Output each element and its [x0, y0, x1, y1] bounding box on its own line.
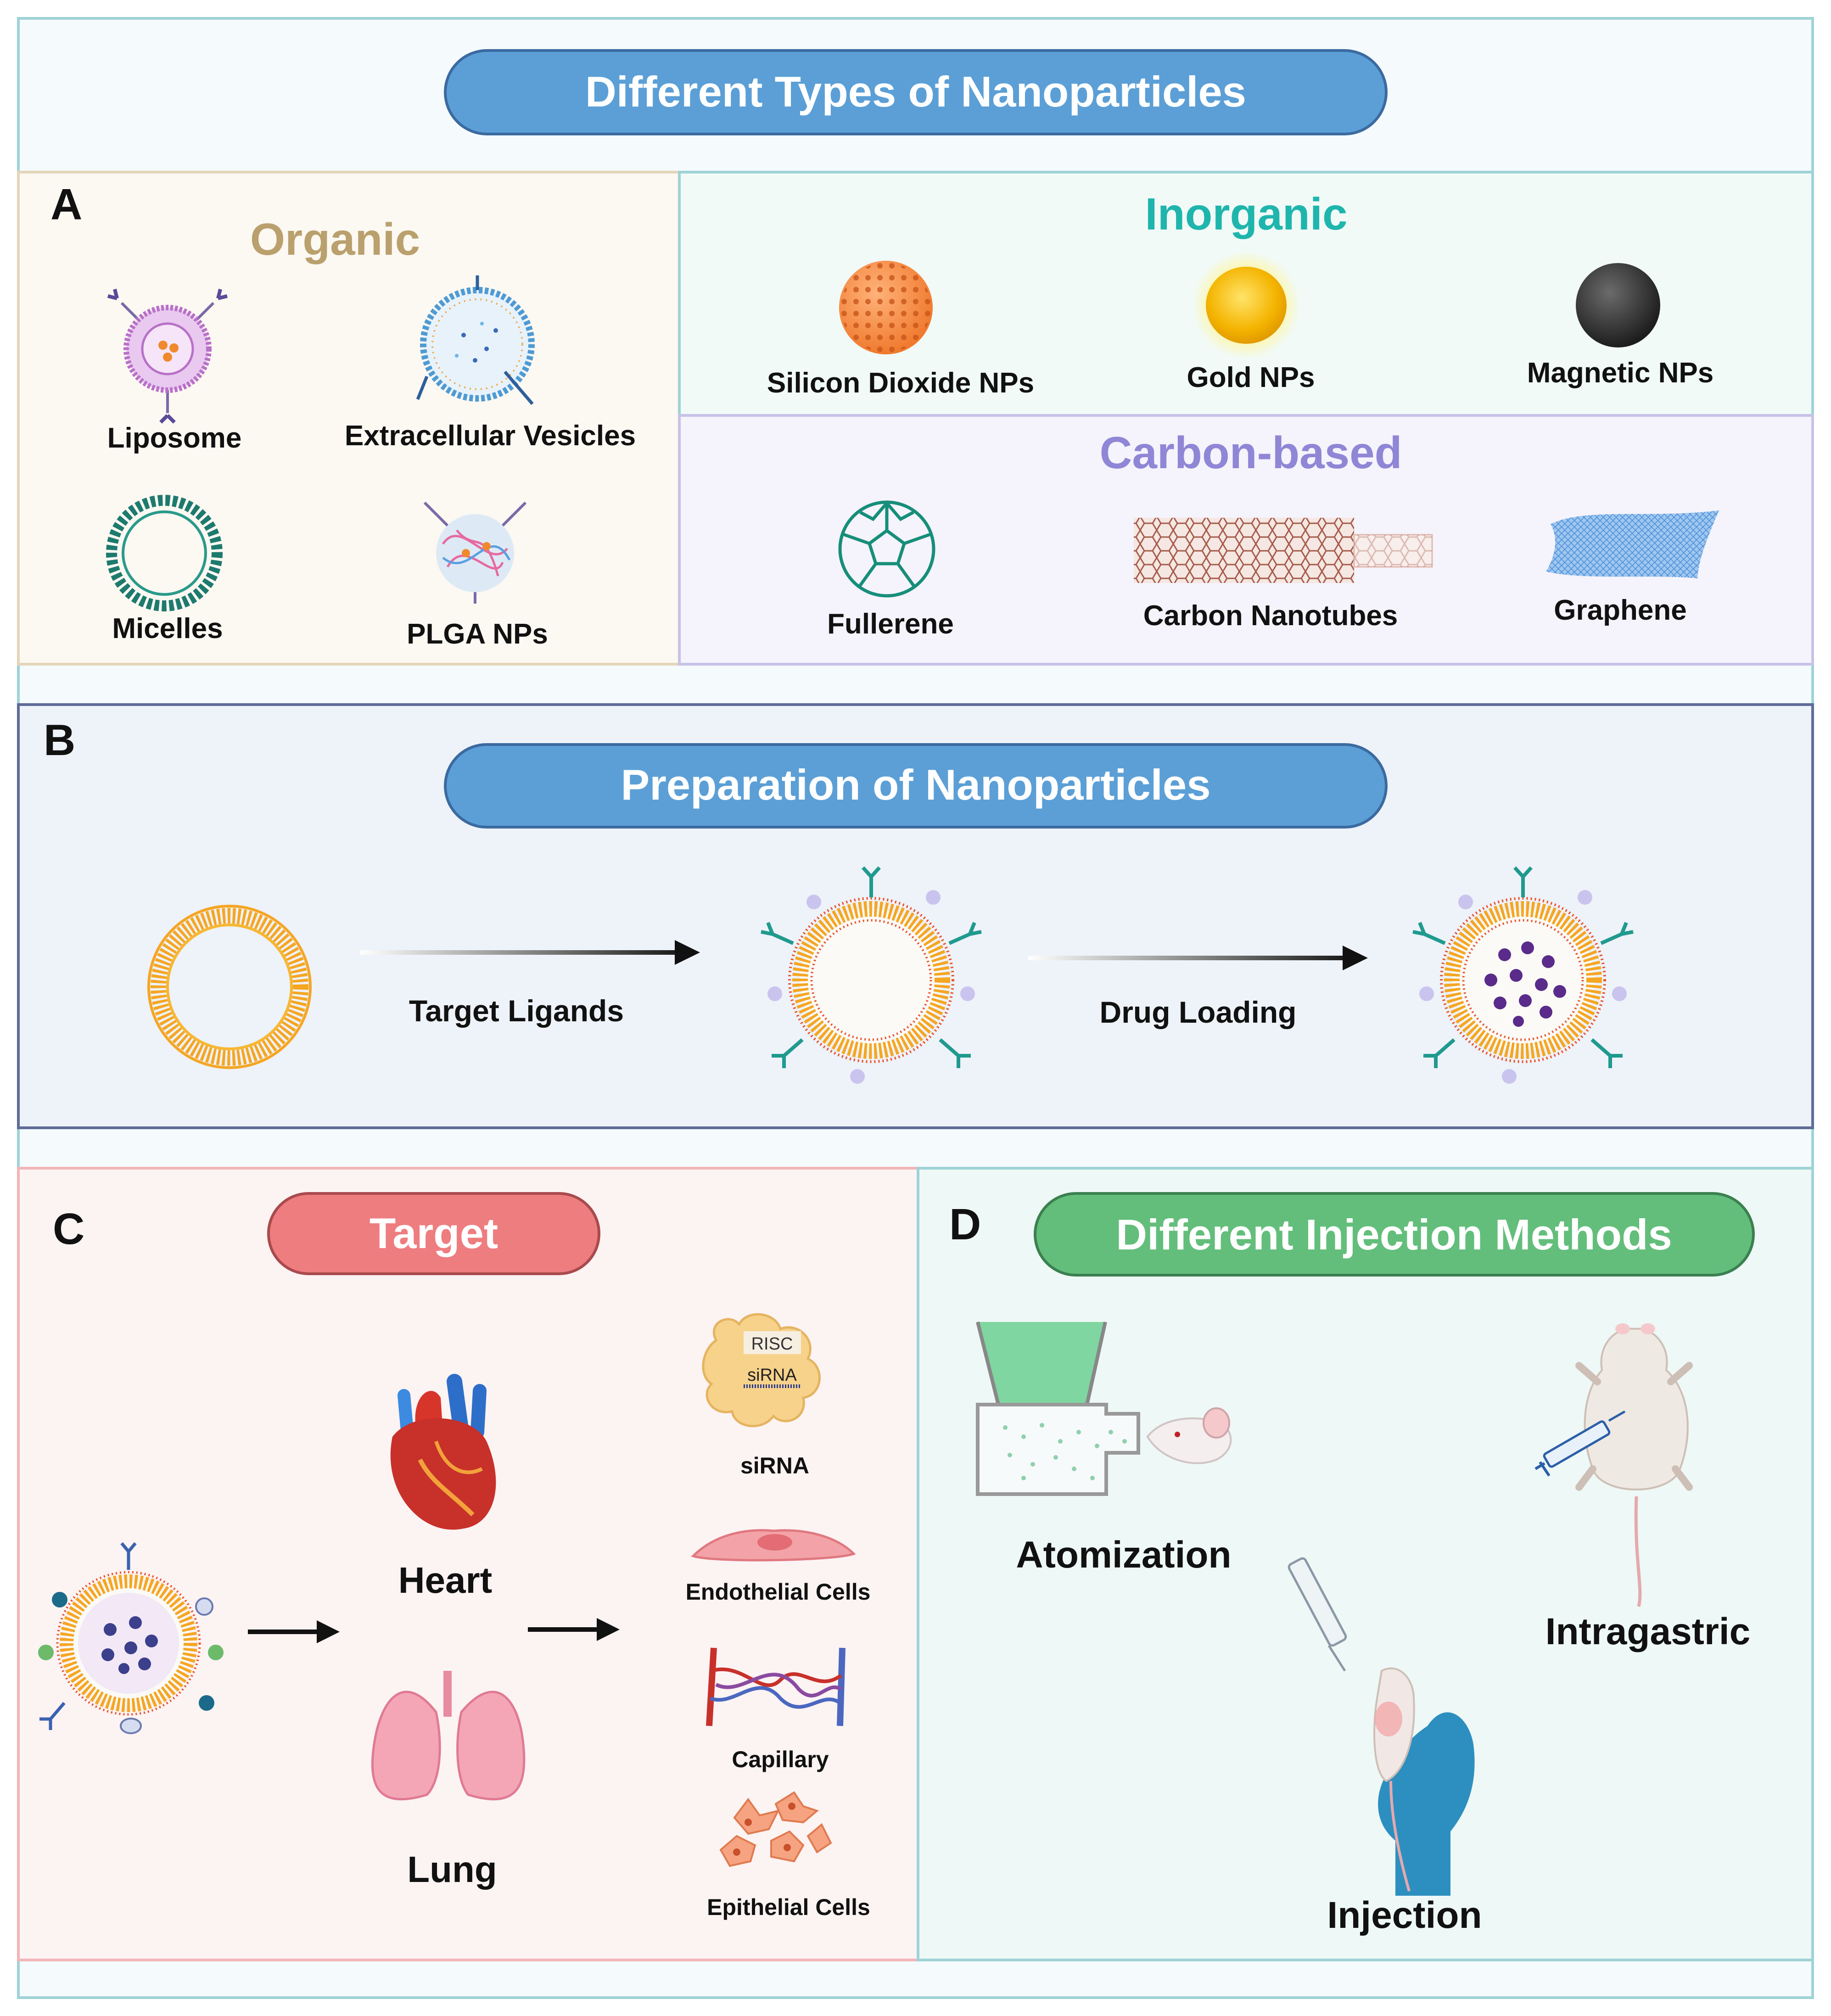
panel-letter-c: C — [53, 1204, 84, 1254]
arrow-organs-to-targets — [528, 1618, 620, 1641]
step-label-target-ligands: Target Ligands — [409, 994, 624, 1028]
method-label-atomization: Atomization — [1016, 1534, 1231, 1576]
injection-syringe-icon — [1288, 1557, 1347, 1672]
carbon-nanotubes-icon — [1134, 518, 1433, 583]
plga-nps-icon — [423, 501, 527, 604]
target-label-capillary: Capillary — [732, 1747, 829, 1772]
preparation-title-pill — [444, 743, 1388, 829]
micelle-icon — [106, 495, 223, 611]
lung-icon — [371, 1671, 526, 1801]
silicon-dioxide-nps-icon — [839, 261, 933, 354]
panel-letter-d: D — [949, 1200, 981, 1249]
targeted-nanoparticle-icon — [38, 1542, 224, 1734]
inorganic-label-magnetic: Magnetic NPs — [1527, 357, 1714, 389]
intragastric-mouse-icon — [1575, 1323, 1693, 1607]
main-title: Different Types of Nanoparticles — [585, 67, 1246, 116]
hand-holding-mouse-icon — [1373, 1667, 1475, 1896]
target-label-epithelial-cells: Epithelial Cells — [707, 1894, 870, 1920]
organic-label-micelles: Micelles — [112, 613, 223, 644]
arrow-target-ligands — [360, 940, 700, 965]
organic-heading: Organic — [250, 214, 420, 264]
liposome-icon — [107, 289, 228, 424]
heart-icon — [390, 1374, 496, 1530]
method-label-injection: Injection — [1327, 1894, 1482, 1936]
inorganic-heading: Inorganic — [1145, 189, 1347, 239]
target-label-endothelial-cells: Endothelial Cells — [686, 1579, 871, 1605]
magnetic-nps-icon — [1576, 263, 1660, 347]
graphene-icon — [1546, 510, 1719, 578]
inorganic-label-gold: Gold NPs — [1187, 362, 1315, 393]
risc-label: RISC — [751, 1334, 793, 1354]
drug-loaded-liposome-icon — [1412, 866, 1634, 1084]
atomizer-icon — [976, 1322, 1140, 1496]
fullerene-icon — [838, 500, 935, 598]
arrow-np-to-organs — [248, 1620, 340, 1643]
mouse-head-icon — [1146, 1407, 1232, 1464]
carbon-label-fullerene: Fullerene — [827, 608, 954, 640]
injection-title-pill — [1034, 1192, 1755, 1277]
injection-panel — [917, 1167, 1814, 1961]
sirna-inner-label: siRNA — [747, 1366, 797, 1385]
ligand-liposome-icon — [761, 866, 982, 1084]
arrow-drug-loading — [1028, 946, 1368, 970]
injection-title: Different Injection Methods — [1116, 1210, 1672, 1259]
organ-label-lung: Lung — [407, 1849, 497, 1890]
organic-label-plga-nps: PLGA NPs — [407, 618, 548, 650]
preparation-title: Preparation of Nanoparticles — [621, 761, 1211, 809]
step-label-drug-loading: Drug Loading — [1100, 995, 1297, 1029]
empty-liposome-icon — [147, 905, 312, 1069]
target-label-sirna: siRNA — [740, 1453, 809, 1478]
risc-sirna-icon: RISC siRNA — [702, 1313, 821, 1428]
panel-letter-a: A — [50, 180, 82, 229]
method-label-intragastric: Intragastric — [1545, 1611, 1751, 1652]
organic-label-extracellular-vesicles: Extracellular Vesicles — [345, 420, 636, 452]
endothelial-cell-icon — [691, 1529, 856, 1562]
target-title-pill — [267, 1192, 600, 1275]
organ-label-heart: Heart — [398, 1560, 493, 1601]
carbon-heading: Carbon-based — [1100, 427, 1402, 478]
panel-letter-b: B — [44, 716, 75, 765]
extracellular-vesicle-icon — [416, 275, 535, 405]
target-title: Target — [370, 1209, 498, 1257]
carbon-label-nanotubes: Carbon Nanotubes — [1143, 600, 1398, 632]
organic-label-liposome: Liposome — [107, 422, 242, 454]
organic-panel — [17, 171, 681, 666]
inorganic-label-silicon-dioxide: Silicon Dioxide NPs — [767, 367, 1034, 399]
carbon-label-graphene: Graphene — [1554, 594, 1686, 626]
gold-nps-icon — [1192, 251, 1300, 359]
capillary-icon — [706, 1647, 846, 1726]
syringe-icon — [1534, 1410, 1626, 1477]
title-pill — [444, 49, 1388, 135]
